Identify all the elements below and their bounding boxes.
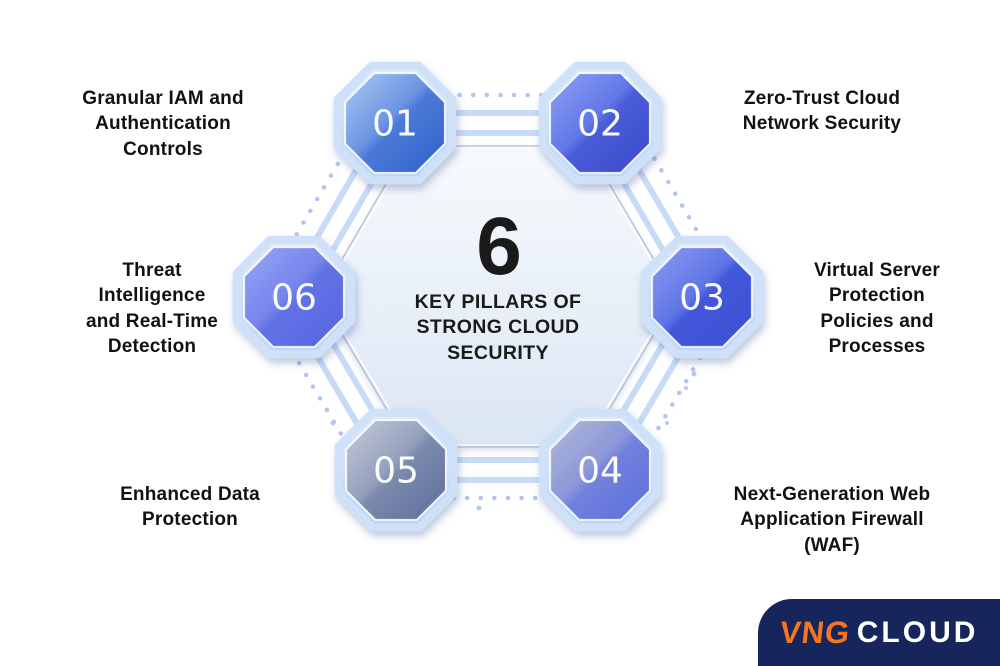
badge-face-octagon bbox=[549, 419, 651, 521]
pillar-label-06: Threat Intelligence and Real-Time Detect… bbox=[85, 260, 219, 358]
badge-face-octagon bbox=[344, 72, 446, 174]
pillar-badge-05: 05 bbox=[334, 408, 458, 532]
pillar-number: 05 bbox=[373, 451, 419, 492]
center-headline: 6 KEY PILLARS OF STRONG CLOUD SECURITY bbox=[368, 206, 628, 366]
pillar-badge-01: 01 bbox=[333, 61, 457, 185]
pillar-number: 02 bbox=[577, 104, 623, 145]
badge-face-octagon bbox=[243, 246, 345, 348]
pillar-count: 6 bbox=[476, 201, 522, 292]
pillar-badge-04: 04 bbox=[538, 408, 662, 532]
pillar-number: 06 bbox=[271, 278, 317, 319]
pillar-number: 04 bbox=[577, 451, 623, 492]
pillar-number: 01 bbox=[372, 104, 418, 145]
pillar-label-01: Granular IAM and Authentication Controls bbox=[82, 88, 244, 160]
pillar-badge-06: 06 bbox=[232, 235, 356, 359]
diagram-title: KEY PILLARS OF STRONG CLOUD SECURITY bbox=[414, 291, 582, 364]
pillar-badge-02: 02 bbox=[538, 61, 662, 185]
badge-face-octagon bbox=[549, 72, 651, 174]
pillar-label-04: Next-Generation Web Application Firewall… bbox=[733, 484, 931, 556]
logo-brand-text: VNG bbox=[777, 614, 852, 650]
logo-product-text: CLOUD bbox=[856, 615, 979, 649]
badge-face-octagon bbox=[345, 419, 447, 521]
vng-cloud-logo: VNG CLOUD bbox=[758, 599, 1000, 666]
pillar-label-02: Zero-Trust Cloud Network Security bbox=[742, 88, 902, 135]
pillar-number: 03 bbox=[679, 278, 725, 319]
decorative-dots bbox=[330, 371, 697, 511]
pillar-label-05: Enhanced Data Protection bbox=[120, 484, 260, 531]
pillar-badge-03: 03 bbox=[640, 235, 764, 359]
badge-face-octagon bbox=[651, 246, 753, 348]
pillar-label-03: Virtual Server Protection Policies and P… bbox=[813, 260, 941, 358]
